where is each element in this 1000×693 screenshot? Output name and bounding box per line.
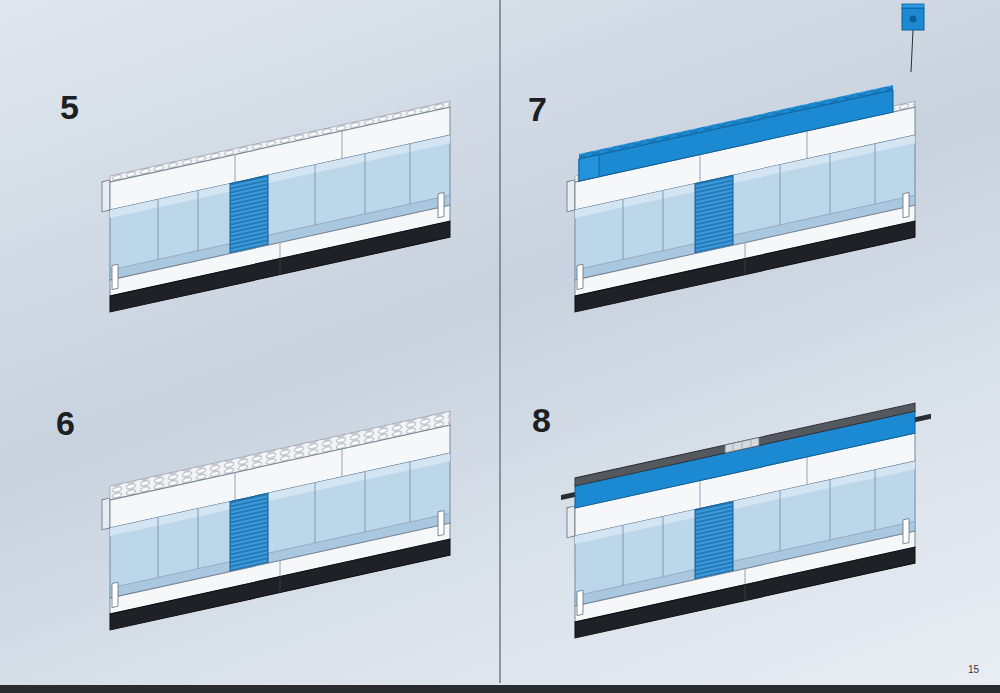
step-number: 6: [56, 406, 75, 440]
page-number: 15: [968, 665, 979, 675]
step-number: 5: [60, 90, 79, 124]
step-number: 8: [532, 403, 551, 437]
step-number: 7: [528, 92, 547, 126]
